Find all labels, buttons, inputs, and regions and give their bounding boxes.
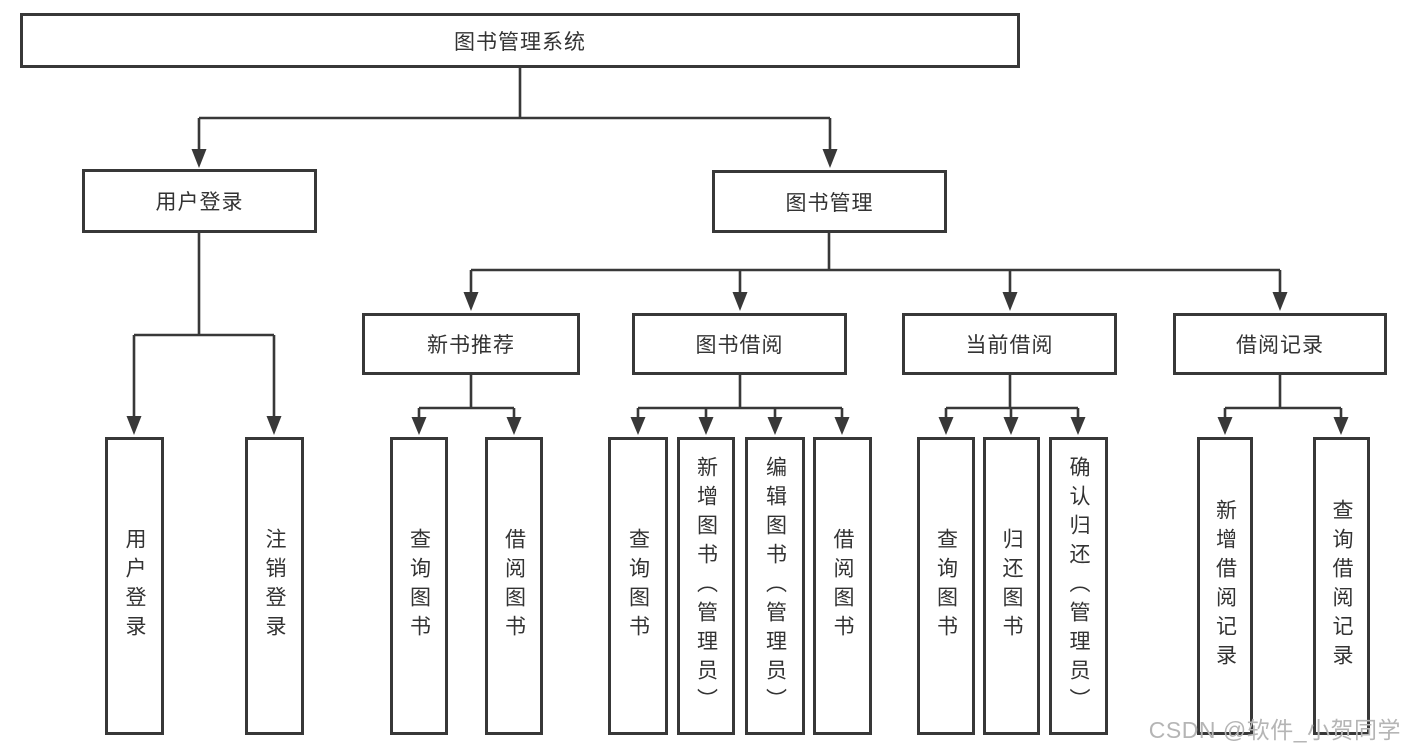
node-book-management-label: 图书管理 — [785, 191, 874, 215]
leaf-user-login-label: 用户登录 — [123, 528, 146, 644]
leaf-add-books-admin-label: 新增图书（管理员） — [694, 455, 718, 717]
leaf-query-books-3: 查询图书 — [917, 437, 975, 735]
node-book-borrowing-label: 图书借阅 — [695, 334, 784, 357]
leaf-borrow-books-2-label: 借阅图书 — [831, 528, 854, 644]
leaf-query-books-1-label: 查询图书 — [407, 528, 431, 644]
node-user-login-label: 用户登录 — [155, 191, 244, 214]
node-root: 图书管理系统 — [20, 13, 1020, 68]
node-borrow-records: 借阅记录 — [1173, 313, 1387, 375]
leaf-add-borrow-record: 新增借阅记录 — [1197, 437, 1253, 735]
node-book-management: 图书管理 — [712, 170, 947, 233]
leaf-edit-books-admin: 编辑图书（管理员） — [745, 437, 805, 735]
leaf-borrow-books-2: 借阅图书 — [813, 437, 872, 735]
leaf-add-books-admin: 新增图书（管理员） — [677, 437, 735, 735]
leaf-borrow-books-1-label: 借阅图书 — [502, 528, 526, 644]
leaf-confirm-return-admin-label: 确认归还（管理员） — [1067, 455, 1090, 717]
leaf-borrow-books-1: 借阅图书 — [485, 437, 543, 735]
watermark: CSDN @软件_小贺同学 — [1148, 717, 1401, 743]
node-new-book-recommend-label: 新书推荐 — [427, 334, 515, 357]
leaf-query-borrow-record: 查询借阅记录 — [1313, 437, 1370, 735]
leaf-return-books-label: 归还图书 — [1000, 528, 1023, 644]
leaf-logout-label: 注销登录 — [263, 528, 286, 644]
node-root-label: 图书管理系统 — [454, 30, 586, 54]
leaf-query-books-2: 查询图书 — [608, 437, 668, 735]
leaf-return-books: 归还图书 — [983, 437, 1040, 735]
leaf-add-borrow-record-label: 新增借阅记录 — [1213, 499, 1237, 673]
node-current-borrowing-label: 当前借阅 — [965, 334, 1054, 357]
leaf-query-borrow-record-label: 查询借阅记录 — [1330, 499, 1353, 673]
leaf-query-books-1: 查询图书 — [390, 437, 448, 735]
leaf-logout: 注销登录 — [245, 437, 304, 735]
leaf-confirm-return-admin: 确认归还（管理员） — [1049, 437, 1108, 735]
node-book-borrowing: 图书借阅 — [632, 313, 847, 375]
leaf-query-books-3-label: 查询图书 — [934, 528, 958, 644]
node-new-book-recommend: 新书推荐 — [362, 313, 580, 375]
leaf-user-login: 用户登录 — [105, 437, 164, 735]
node-current-borrowing: 当前借阅 — [902, 313, 1117, 375]
node-user-login: 用户登录 — [82, 169, 317, 233]
leaf-query-books-2-label: 查询图书 — [626, 528, 650, 644]
leaf-edit-books-admin-label: 编辑图书（管理员） — [763, 455, 787, 717]
node-borrow-records-label: 借阅记录 — [1236, 334, 1324, 357]
